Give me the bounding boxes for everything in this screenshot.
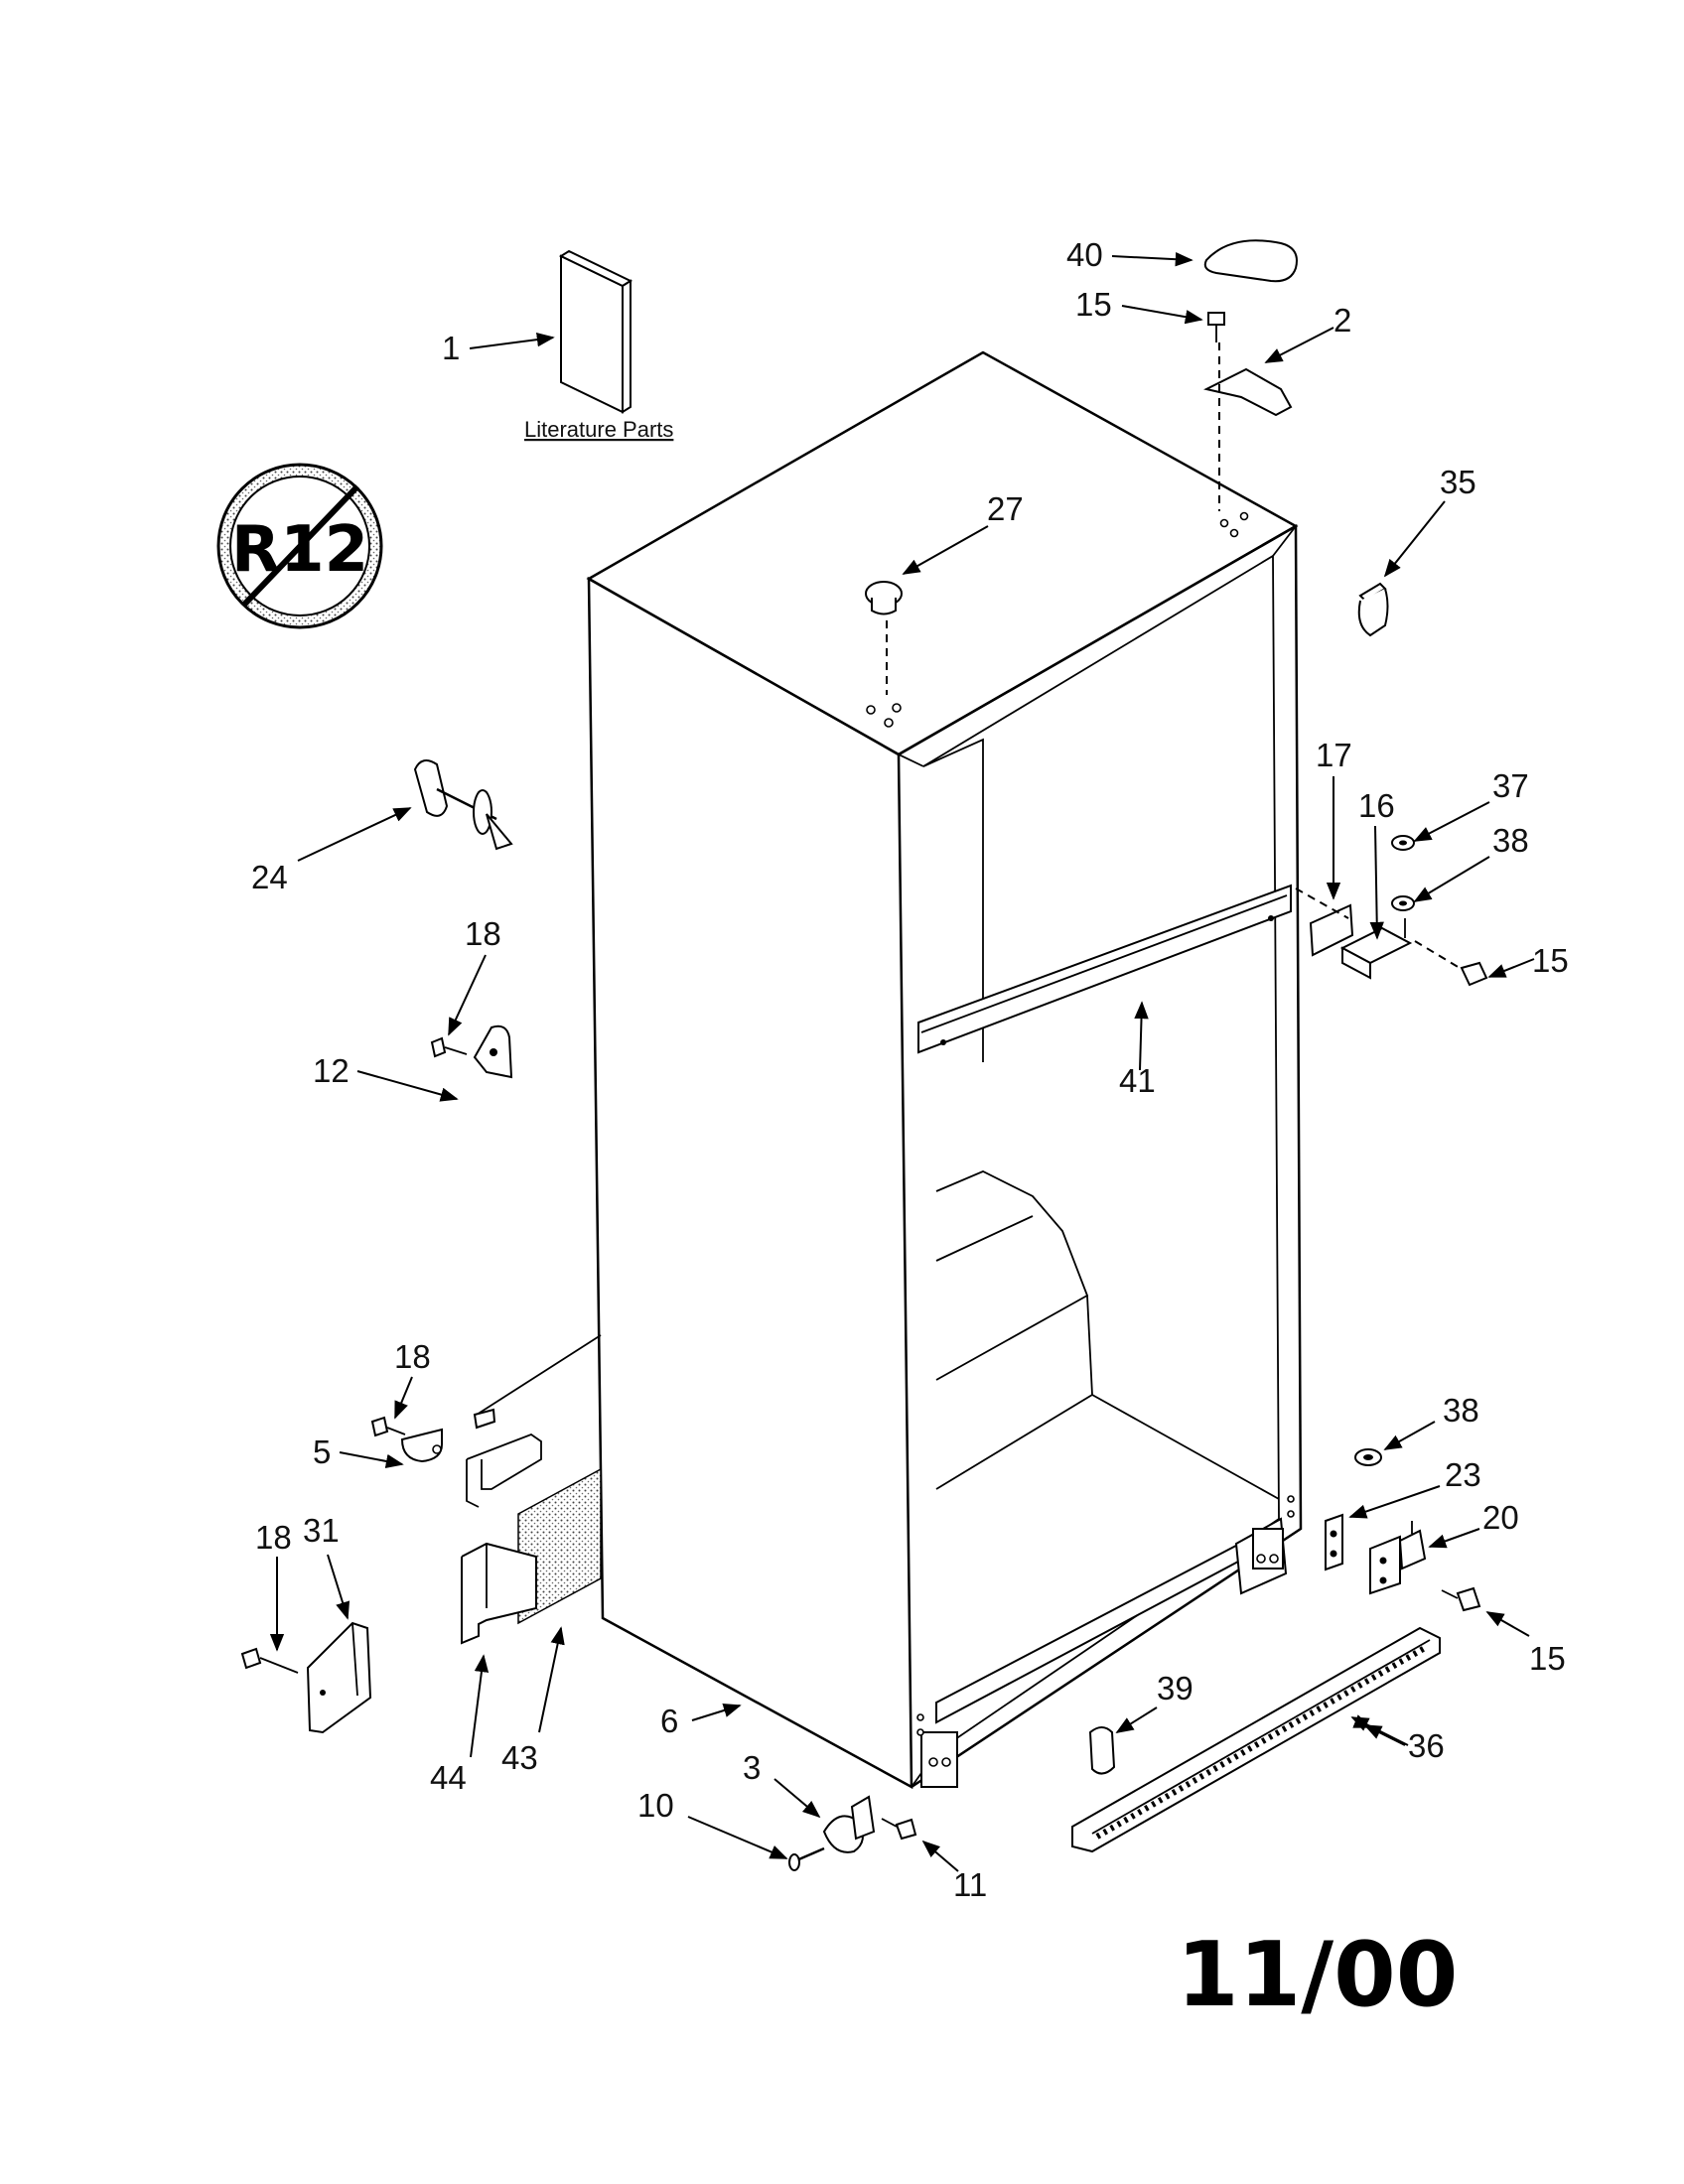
callout-37: 37 [1492, 767, 1529, 804]
top-hinge-2-icon [1203, 342, 1293, 511]
callout-41: 41 [1119, 1062, 1156, 1099]
callout-15: 15 [1532, 942, 1569, 979]
callout-12: 12 [313, 1052, 350, 1089]
plug-button-27-icon [865, 581, 903, 695]
screw-15-icon [1414, 940, 1488, 987]
refrigerator-cabinet [476, 350, 1303, 1790]
callout-numbers: 40 15 2 1 27 35 17 16 37 38 15 24 18 12 … [251, 236, 1569, 1903]
leader-arrows [269, 251, 1535, 1872]
callout-6: 6 [660, 1703, 678, 1739]
washer-37-icon [1391, 835, 1415, 851]
screw-18-icon [240, 1647, 299, 1674]
callout-16: 16 [1358, 787, 1395, 824]
leveling-leg-24-icon [413, 759, 513, 851]
screw-15-icon [1441, 1586, 1481, 1612]
roller-3-icon [822, 1795, 876, 1853]
callout-1: 1 [442, 330, 460, 366]
date-code: 11/00 [1177, 1923, 1458, 2027]
callout-18: 18 [394, 1338, 431, 1375]
callout-15: 15 [1529, 1640, 1566, 1677]
middle-hinge-16-17-icon [1295, 887, 1413, 980]
literature-parts-label: Literature Parts [524, 417, 673, 442]
washer-38-icon [1354, 1448, 1382, 1466]
callout-10: 10 [637, 1787, 674, 1824]
clamp-5-icon [370, 1416, 443, 1463]
hinge-pin-cover-35-icon [1357, 582, 1389, 637]
shim-23-icon [1325, 1513, 1343, 1571]
toe-grille-36-icon [1071, 1626, 1441, 1853]
callout-17: 17 [1316, 737, 1352, 773]
callout-38: 38 [1443, 1392, 1479, 1429]
callout-38: 38 [1492, 822, 1529, 859]
screw-15-icon [1207, 312, 1225, 342]
bottom-hinge-20-icon [1369, 1521, 1427, 1595]
callout-35: 35 [1440, 464, 1476, 500]
callout-39: 39 [1157, 1670, 1193, 1706]
callout-24: 24 [251, 859, 288, 895]
callout-31: 31 [303, 1512, 340, 1549]
bracket-44-icon [461, 1542, 537, 1645]
bracket-icon [466, 1408, 542, 1508]
callout-2: 2 [1333, 302, 1351, 339]
callout-23: 23 [1445, 1456, 1481, 1493]
callout-18: 18 [465, 915, 501, 952]
callout-43: 43 [501, 1739, 538, 1776]
no-r12-refrigerant-badge: R12 [216, 463, 383, 629]
hinge-cover-40-icon [1203, 239, 1298, 283]
callout-11: 11 [953, 1866, 987, 1903]
callout-36: 36 [1408, 1727, 1445, 1764]
callout-5: 5 [313, 1433, 331, 1470]
literature-parts-icon [558, 249, 633, 414]
callout-18: 18 [255, 1519, 292, 1556]
callout-44: 44 [430, 1759, 467, 1796]
grille-clip-39-icon [1088, 1726, 1116, 1775]
screw-11-icon [881, 1818, 917, 1841]
callout-40: 40 [1066, 236, 1103, 273]
washer-38-icon [1391, 895, 1415, 911]
callout-20: 20 [1482, 1499, 1519, 1536]
cover-plate-31-icon [306, 1621, 372, 1734]
door-stop-12-icon [430, 1024, 513, 1079]
callout-15: 15 [1075, 286, 1112, 323]
bolt-10-icon [788, 1846, 825, 1871]
callout-3: 3 [743, 1749, 761, 1786]
callout-27: 27 [987, 490, 1024, 527]
